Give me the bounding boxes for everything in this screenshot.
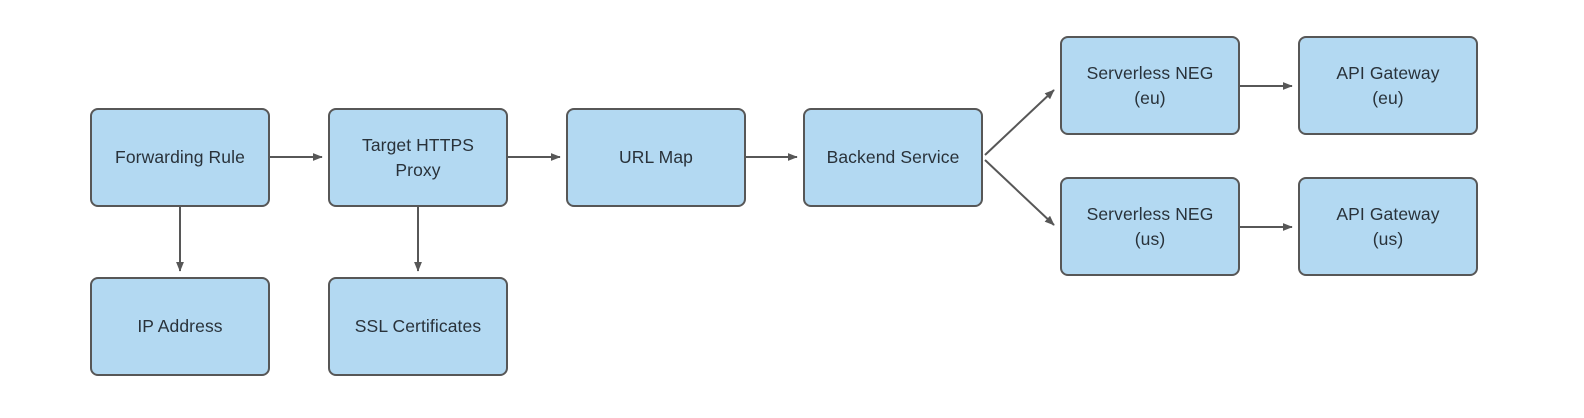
node-label-ssl-certificates: SSL Certificates bbox=[354, 316, 482, 337]
node-api-gateway-eu[interactable]: API Gateway (eu) bbox=[1298, 36, 1478, 135]
node-label-api-gateway-us: API Gateway (us) bbox=[1336, 203, 1440, 249]
node-serverless-neg-eu[interactable]: Serverless NEG (eu) bbox=[1060, 36, 1240, 135]
node-label-serverless-neg-us: Serverless NEG (us) bbox=[1086, 203, 1214, 249]
node-label-ip-address: IP Address bbox=[137, 316, 223, 337]
node-ip-address[interactable]: IP Address bbox=[90, 277, 270, 376]
node-api-gateway-us[interactable]: API Gateway (us) bbox=[1298, 177, 1478, 276]
node-label-backend-service: Backend Service bbox=[826, 147, 960, 168]
node-backend-service[interactable]: Backend Service bbox=[803, 108, 983, 207]
node-forwarding-rule[interactable]: Forwarding Rule bbox=[90, 108, 270, 207]
node-serverless-neg-us[interactable]: Serverless NEG (us) bbox=[1060, 177, 1240, 276]
node-url-map[interactable]: URL Map bbox=[566, 108, 746, 207]
node-label-serverless-neg-eu: Serverless NEG (eu) bbox=[1086, 62, 1214, 108]
node-label-api-gateway-eu: API Gateway (eu) bbox=[1336, 62, 1440, 108]
node-label-forwarding-rule: Forwarding Rule bbox=[115, 147, 245, 168]
node-target-https-proxy[interactable]: Target HTTPS Proxy bbox=[328, 108, 508, 207]
node-ssl-certificates[interactable]: SSL Certificates bbox=[328, 277, 508, 376]
node-label-url-map: URL Map bbox=[619, 147, 693, 168]
edge-backend-to-neg-us bbox=[984, 159, 1055, 226]
edge-backend-to-neg-eu bbox=[984, 89, 1055, 156]
node-label-target-https-proxy: Target HTTPS Proxy bbox=[361, 134, 475, 180]
